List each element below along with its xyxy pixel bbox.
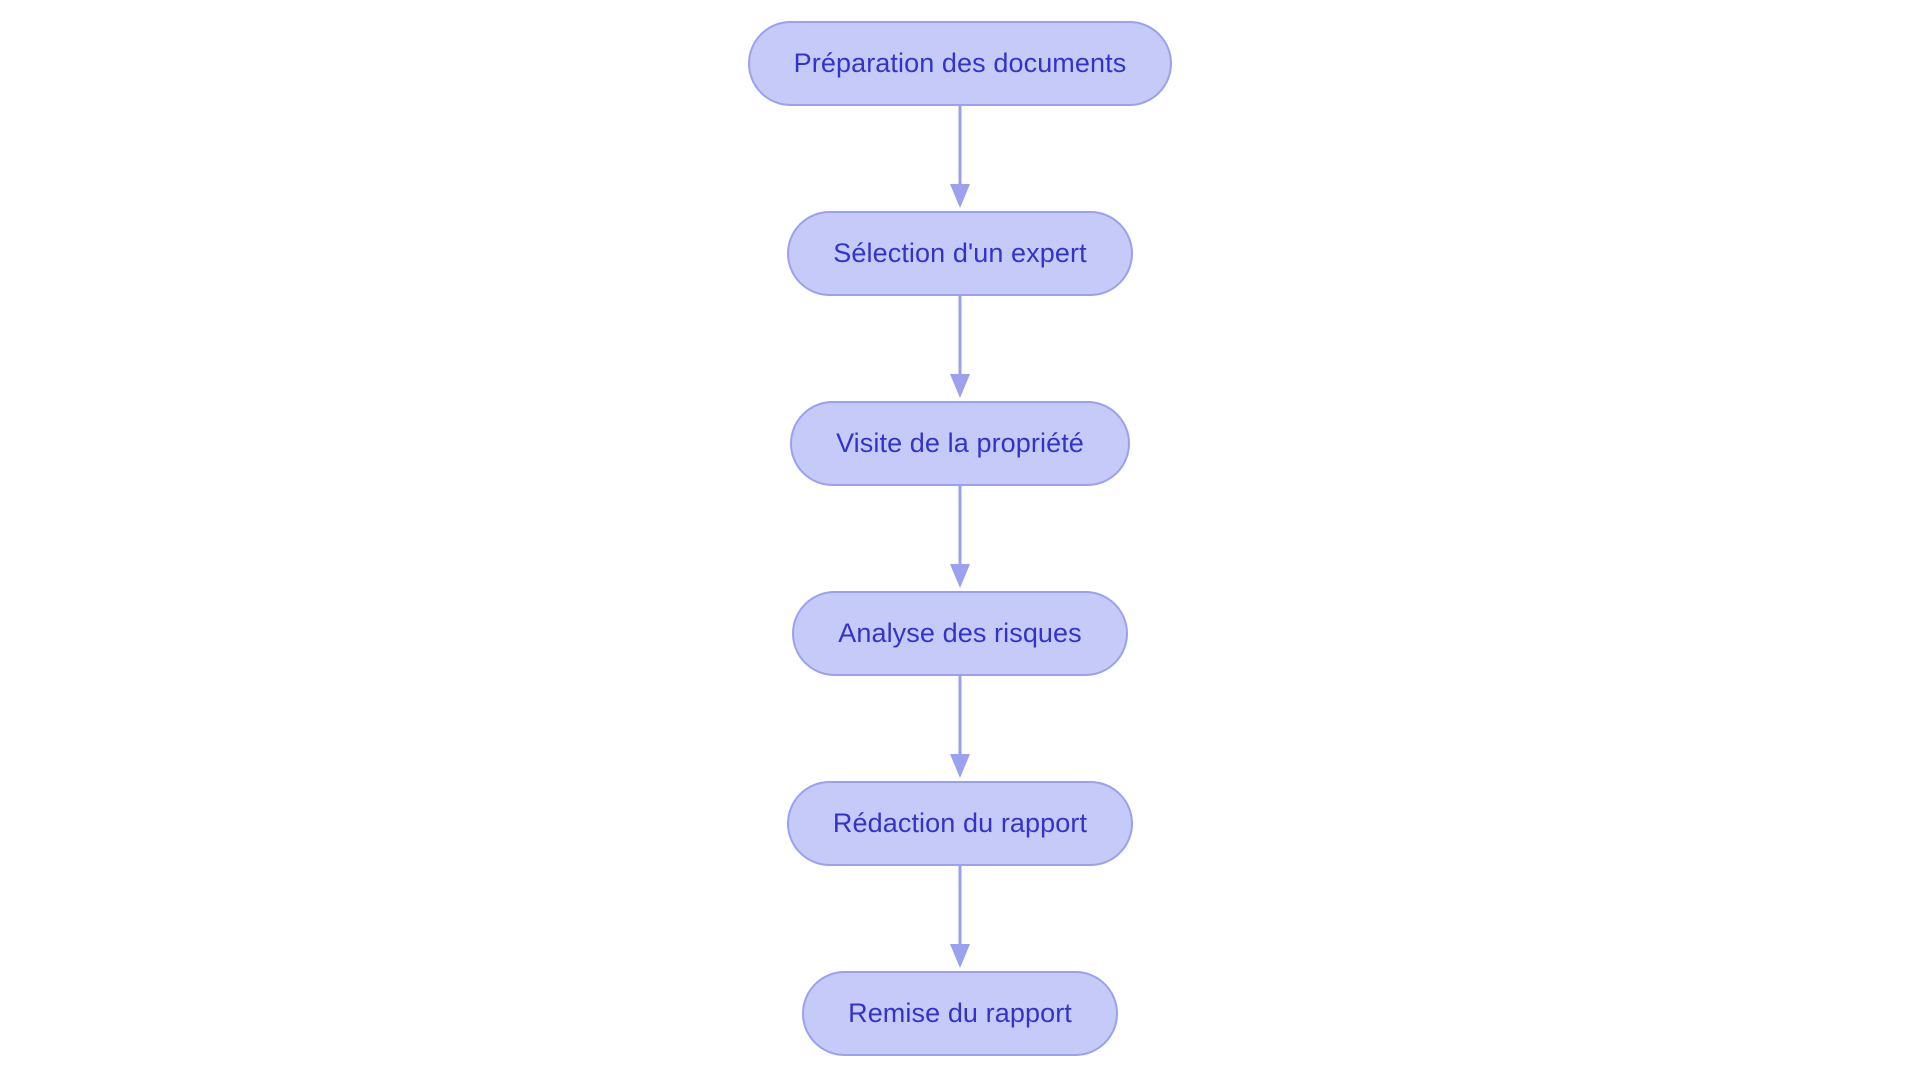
flow-arrow-down-icon-5 bbox=[950, 866, 970, 968]
flow-node-visite-de-la-propriete[interactable]: Visite de la propriété bbox=[790, 401, 1130, 486]
flow-arrow-down-icon-1 bbox=[950, 106, 970, 208]
flow-node-label: Remise du rapport bbox=[848, 998, 1072, 1028]
flow-node-remise-du-rapport[interactable]: Remise du rapport bbox=[802, 971, 1118, 1056]
flow-node-redaction-du-rapport[interactable]: Rédaction du rapport bbox=[786, 781, 1134, 866]
flow-node-selection-dun-expert[interactable]: Sélection d'un expert bbox=[787, 211, 1133, 296]
flow-node-label: Préparation des documents bbox=[793, 48, 1127, 78]
flow-node-label: Visite de la propriété bbox=[836, 428, 1084, 458]
flow-node-label: Analyse des risques bbox=[838, 618, 1082, 648]
flow-arrow-down-icon-4 bbox=[950, 676, 970, 778]
flow-arrow-down-icon-2 bbox=[950, 296, 970, 398]
flow-arrow-down-icon-3 bbox=[950, 486, 970, 588]
flow-node-analyse-des-risques[interactable]: Analyse des risques bbox=[792, 591, 1128, 676]
flow-node-label: Rédaction du rapport bbox=[832, 808, 1088, 838]
flow-node-label: Sélection d'un expert bbox=[833, 238, 1087, 268]
flow-node-preparation-des-documents[interactable]: Préparation des documents bbox=[747, 21, 1173, 106]
